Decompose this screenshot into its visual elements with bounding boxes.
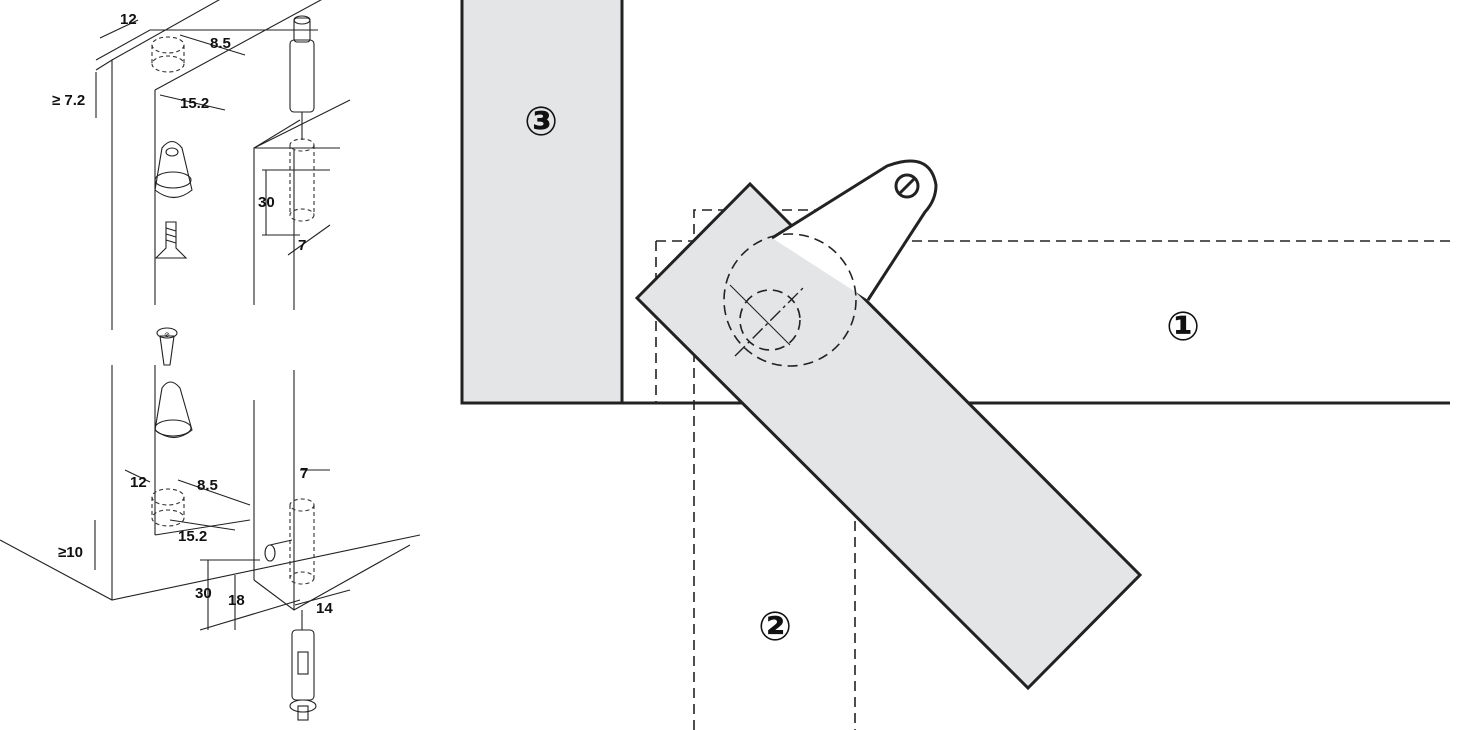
- dim-8-5-bottom: 8.5: [197, 477, 218, 494]
- dim-30-top: 30: [258, 194, 275, 211]
- screw-upper: [154, 221, 188, 259]
- dim-min-10: ≥10: [58, 544, 83, 561]
- dim-15-2-top: 15.2: [180, 95, 209, 112]
- dim-12-bottom: 12: [130, 474, 147, 491]
- connector-lever: [771, 159, 938, 301]
- dim-8-5-top: 8.5: [210, 35, 231, 52]
- callout-3: ③: [524, 100, 558, 144]
- cam-housing-lower: [154, 381, 193, 439]
- bolt-upper: [289, 15, 315, 140]
- bolt-lower: [289, 610, 317, 721]
- dim-15-2-bottom: 15.2: [178, 528, 207, 545]
- callout-2: ②: [758, 605, 792, 649]
- cam-housing-upper: [154, 140, 193, 199]
- lever-screw-icon: [894, 173, 920, 199]
- cam-inner-circle: [739, 289, 801, 351]
- panel-2-rotating: [634, 181, 1143, 691]
- right-lower-panel: [199, 370, 411, 631]
- upper-side-panel: [95, 0, 322, 330]
- cam-axis-line: [734, 285, 806, 357]
- screw-lower: ⊘: [156, 327, 178, 366]
- dim-12-top: 12: [120, 11, 137, 28]
- dim-14: 14: [316, 600, 333, 617]
- dim-7-bottom: 7: [300, 465, 308, 482]
- callout-1: ①: [1166, 305, 1200, 349]
- dim-18: 18: [228, 592, 245, 609]
- dim-min-7-2: ≥ 7.2: [52, 92, 85, 109]
- cam-cross-line: [729, 284, 791, 346]
- cam-outer-circle: [723, 233, 857, 367]
- right-upper-panel: [253, 99, 351, 310]
- panel-3-fill: [462, 0, 622, 403]
- panel-3-outline: [460, 0, 624, 405]
- dim-30-bottom: 30: [195, 585, 212, 602]
- isometric-assembly: ⊘: [0, 0, 421, 721]
- dim-7-top: 7: [298, 237, 306, 254]
- lower-side-panel: [0, 365, 421, 601]
- assembly-diagram: ① ② ③: [460, 0, 1450, 730]
- screw-head-mark: ⊘: [164, 331, 170, 339]
